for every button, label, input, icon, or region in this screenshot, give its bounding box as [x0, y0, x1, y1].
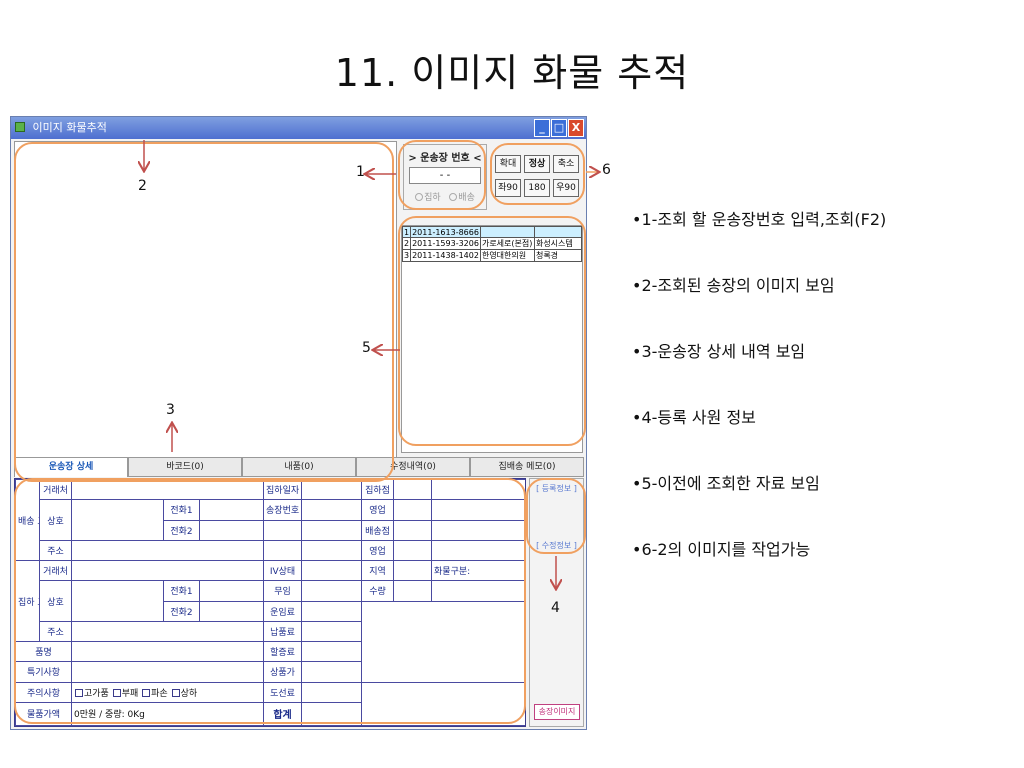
history-receiver: 청록경 [533, 249, 583, 262]
caution-options: 고가품 부패 파손 상하 [70, 681, 265, 703]
note-1: •1-조회 할 운송장번호 입력,조회(F2) [632, 210, 887, 229]
history-row[interactable]: 2 2011-1593-3206 가로세로(본점) 화성시스템 [401, 237, 583, 250]
note-3: •3-운송장 상세 내역 보임 [632, 342, 806, 361]
tab-delivery-memo[interactable]: 집배송 메모(0) [470, 457, 584, 477]
tab-contents[interactable]: 내품(0) [242, 457, 356, 477]
registration-info-link[interactable]: [ 등록정보 ] [536, 484, 577, 493]
app-icon [15, 122, 25, 132]
callout-2-image [14, 142, 394, 482]
history-row[interactable]: 3 2011-1438-1402 한영대한의원 청록경 [401, 249, 583, 262]
close-button[interactable]: X [568, 119, 584, 137]
label-6: 6 [602, 162, 611, 178]
history-no: 3 [401, 249, 412, 262]
invoice-image-viewer[interactable] [14, 141, 397, 468]
updown-checkbox[interactable] [171, 688, 180, 697]
history-table: 1 2011-1613-8666 2 2011-1593-3206 가로세로(본… [401, 226, 583, 262]
fragile-label: 파손 [151, 688, 168, 699]
fee-blank-area [361, 600, 525, 683]
delivery-radio[interactable] [449, 193, 458, 201]
pickup-company-field[interactable] [71, 580, 164, 622]
note-2: •2-조회된 송장의 이미지 보임 [632, 276, 835, 295]
blank-cell [431, 580, 525, 602]
image-cargo-tracking-window: 이미지 화물추적 _ □ X > 운송장 번호 < - - 집하 배송 확대 정… [10, 116, 587, 730]
invoice-number-label: > 운송장 번호 < [408, 153, 482, 164]
delivery-radio-label: 배송 [458, 193, 475, 203]
callout-6-tools [490, 143, 585, 205]
invoice-number-input[interactable]: - - [409, 167, 481, 184]
callout-5-history [398, 216, 586, 446]
pickup-radio-label: 집하 [424, 193, 441, 203]
perishable-label: 부패 [121, 688, 139, 699]
label-5: 5 [362, 340, 371, 356]
tab-barcode[interactable]: 바코드(0) [128, 457, 242, 477]
expensive-checkbox[interactable] [75, 688, 83, 697]
callout-3-detail [14, 478, 526, 724]
label-4: 4 [551, 600, 560, 616]
window-titlebar[interactable]: 이미지 화물추적 _ □ X [11, 117, 586, 139]
note-6: •6-2의 이미지를 작업가능 [632, 540, 811, 559]
employee-info-panel: [ 등록정보 ] [ 수정정보 ] 송장이미지 [529, 478, 584, 727]
updown-label: 상하 [180, 688, 198, 699]
window-title: 이미지 화물추적 [32, 121, 107, 134]
callout-4-employee [526, 478, 586, 554]
fragile-checkbox[interactable] [142, 688, 151, 697]
label-2: 2 [138, 178, 147, 194]
maximize-button[interactable]: □ [551, 119, 567, 137]
label-1: 1 [356, 164, 365, 180]
expensive-label: 고가품 [84, 688, 109, 699]
invoice-image-button[interactable]: 송장이미지 [534, 704, 580, 720]
detail-tabs: 운송장 상세 바코드(0) 내품(0) 수정내역(0) 집배송 메모(0) [14, 457, 584, 477]
caution-label: 주의사항 [15, 681, 72, 703]
callout-1-invoice [398, 140, 486, 210]
total-blank-area [361, 681, 525, 726]
label-3: 3 [166, 402, 175, 418]
slide-title: 11. 이미지 화물 추적 [334, 51, 690, 95]
total-field[interactable] [301, 701, 363, 726]
total-label: 합계 [263, 701, 303, 726]
note-5: •5-이전에 조회한 자료 보임 [632, 474, 820, 493]
perishable-checkbox[interactable] [112, 688, 121, 697]
normal-size-button[interactable]: 정상 [524, 155, 550, 173]
note-4: •4-등록 사원 정보 [632, 408, 756, 427]
item-value-text: 0만원 / 중량: 0Kg [70, 701, 265, 726]
minimize-button[interactable]: _ [534, 119, 550, 137]
rotate-180-button[interactable]: 180 [524, 179, 550, 197]
modification-info-link[interactable]: [ 수정정보 ] [536, 541, 577, 550]
search-history-list: 1 2011-1613-8666 2 2011-1593-3206 가로세로(본… [401, 225, 583, 453]
